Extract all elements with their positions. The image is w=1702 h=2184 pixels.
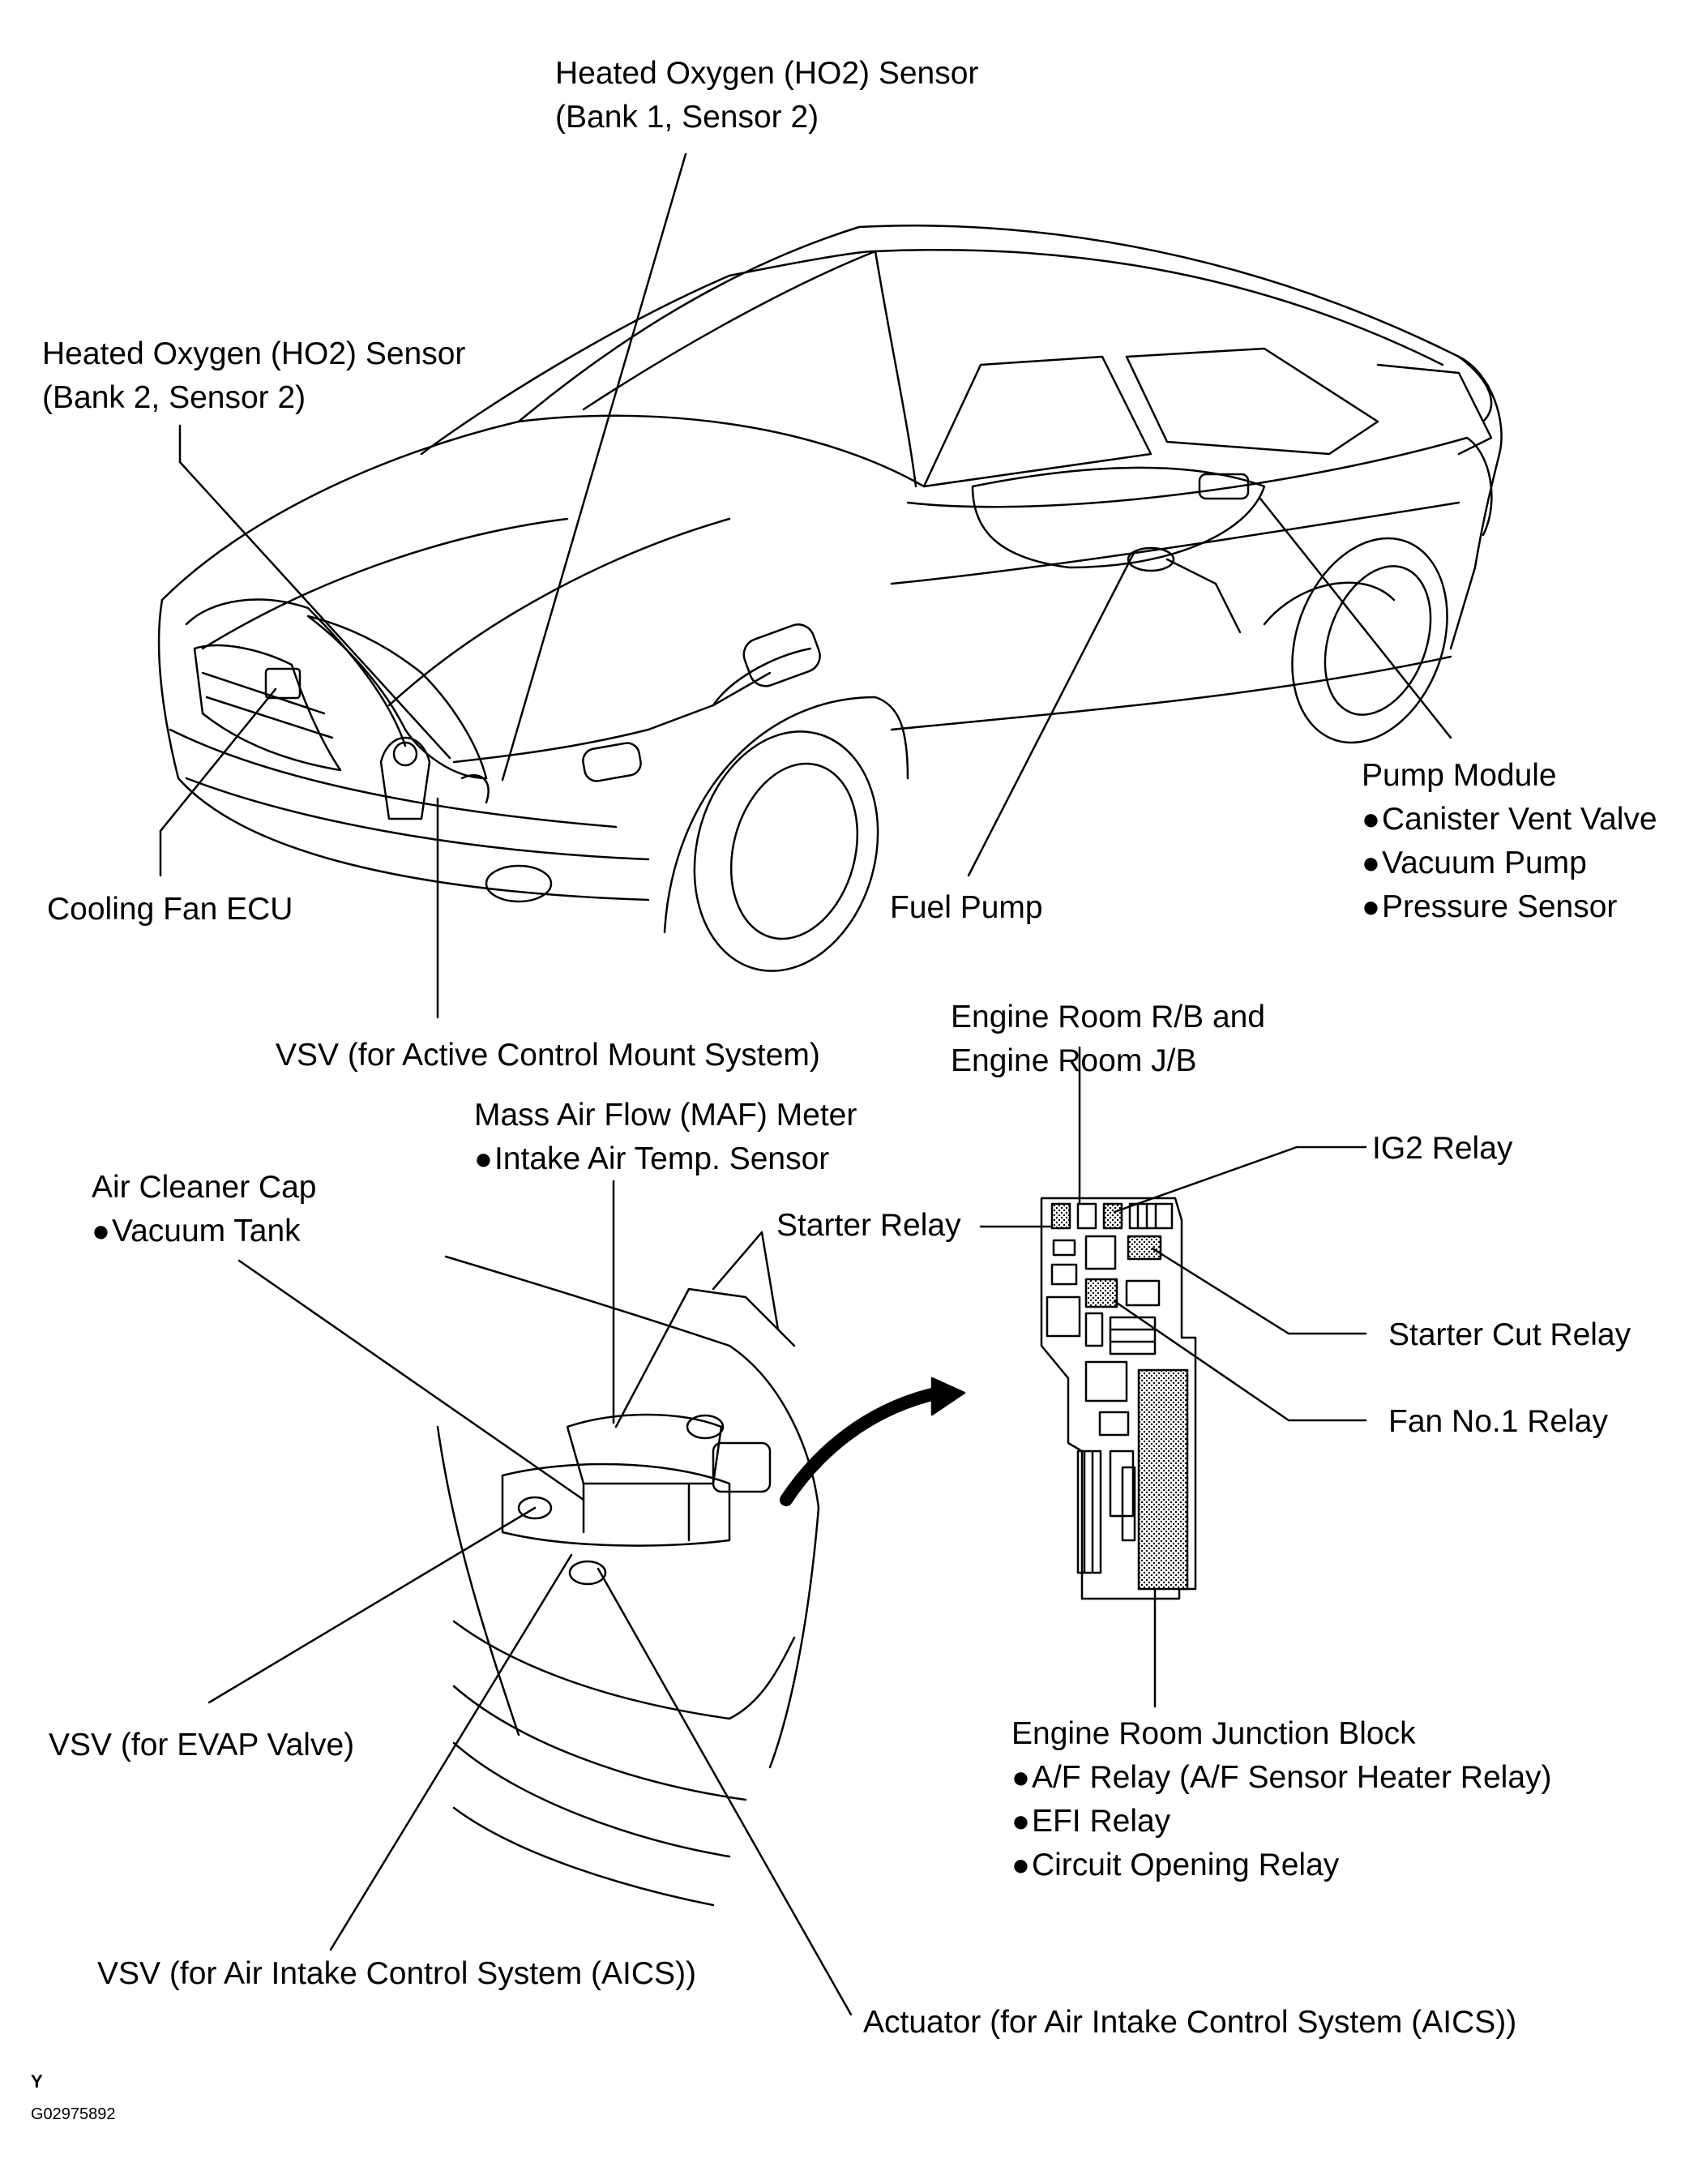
label-item: Intake Air Temp. Sensor [474, 1137, 857, 1181]
label-line: (Bank 2, Sensor 2) [42, 380, 306, 415]
label-line: Heated Oxygen (HO2) Sensor [555, 56, 979, 91]
starter-cut-relay-label: Starter Cut Relay [1388, 1317, 1631, 1352]
footer-letter: Y [31, 2071, 43, 2092]
actuator-aics-label: Actuator (for Air Intake Control System … [863, 2005, 1517, 2040]
label-item: Circuit Opening Relay [1011, 1844, 1552, 1887]
junction-block-label: Engine Room Junction Block A/F Relay (A/… [1011, 1712, 1552, 1887]
label-item: EFI Relay [1011, 1800, 1552, 1844]
label-item: Canister Vent Valve [1362, 798, 1657, 841]
label-line: Heated Oxygen (HO2) Sensor [42, 336, 466, 371]
engine-room-rb-label: Engine Room R/B and Engine Room J/B [951, 996, 1265, 1083]
relay-box-drawing [1040, 1197, 1197, 1600]
label-title: Mass Air Flow (MAF) Meter [474, 1098, 857, 1133]
ho2-bank1-sensor2-label: Heated Oxygen (HO2) Sensor (Bank 1, Sens… [555, 52, 978, 139]
ig2-relay-label: IG2 Relay [1372, 1131, 1513, 1166]
engine-bay-drawing [436, 1231, 966, 1907]
vsv-acm-label: VSV (for Active Control Mount System) [276, 1038, 820, 1073]
label-line: Engine Room R/B and [951, 1000, 1266, 1034]
label-title: Air Cleaner Cap [92, 1170, 317, 1205]
label-item: A/F Relay (A/F Sensor Heater Relay) [1011, 1756, 1552, 1800]
pump-module-label: Pump Module Canister Vent Valve Vacuum P… [1362, 754, 1657, 929]
fan-no1-relay-label: Fan No.1 Relay [1388, 1404, 1608, 1439]
car-drawing [157, 224, 1503, 972]
cooling-fan-ecu-label: Cooling Fan ECU [47, 892, 293, 927]
maf-meter-label: Mass Air Flow (MAF) Meter Intake Air Tem… [474, 1094, 857, 1181]
starter-relay-label: Starter Relay [776, 1208, 961, 1243]
air-cleaner-cap-label: Air Cleaner Cap Vacuum Tank [92, 1166, 316, 1253]
label-item: Vacuum Tank [92, 1210, 316, 1253]
leader-lines [159, 152, 1452, 2016]
label-title: Engine Room Junction Block [1011, 1716, 1416, 1751]
figure-code: G02975892 [31, 2105, 116, 2123]
vsv-evap-label: VSV (for EVAP Valve) [49, 1728, 355, 1762]
fuel-pump-label: Fuel Pump [890, 890, 1043, 925]
label-line: Engine Room J/B [951, 1043, 1197, 1078]
label-line: (Bank 1, Sensor 2) [555, 100, 819, 135]
label-item: Pressure Sensor [1362, 885, 1657, 929]
label-item: Vacuum Pump [1362, 841, 1657, 885]
vsv-aics-label: VSV (for Air Intake Control System (AICS… [97, 1956, 697, 1991]
ho2-bank2-sensor2-label: Heated Oxygen (HO2) Sensor (Bank 2, Sens… [42, 332, 465, 420]
label-title: Pump Module [1362, 758, 1557, 793]
